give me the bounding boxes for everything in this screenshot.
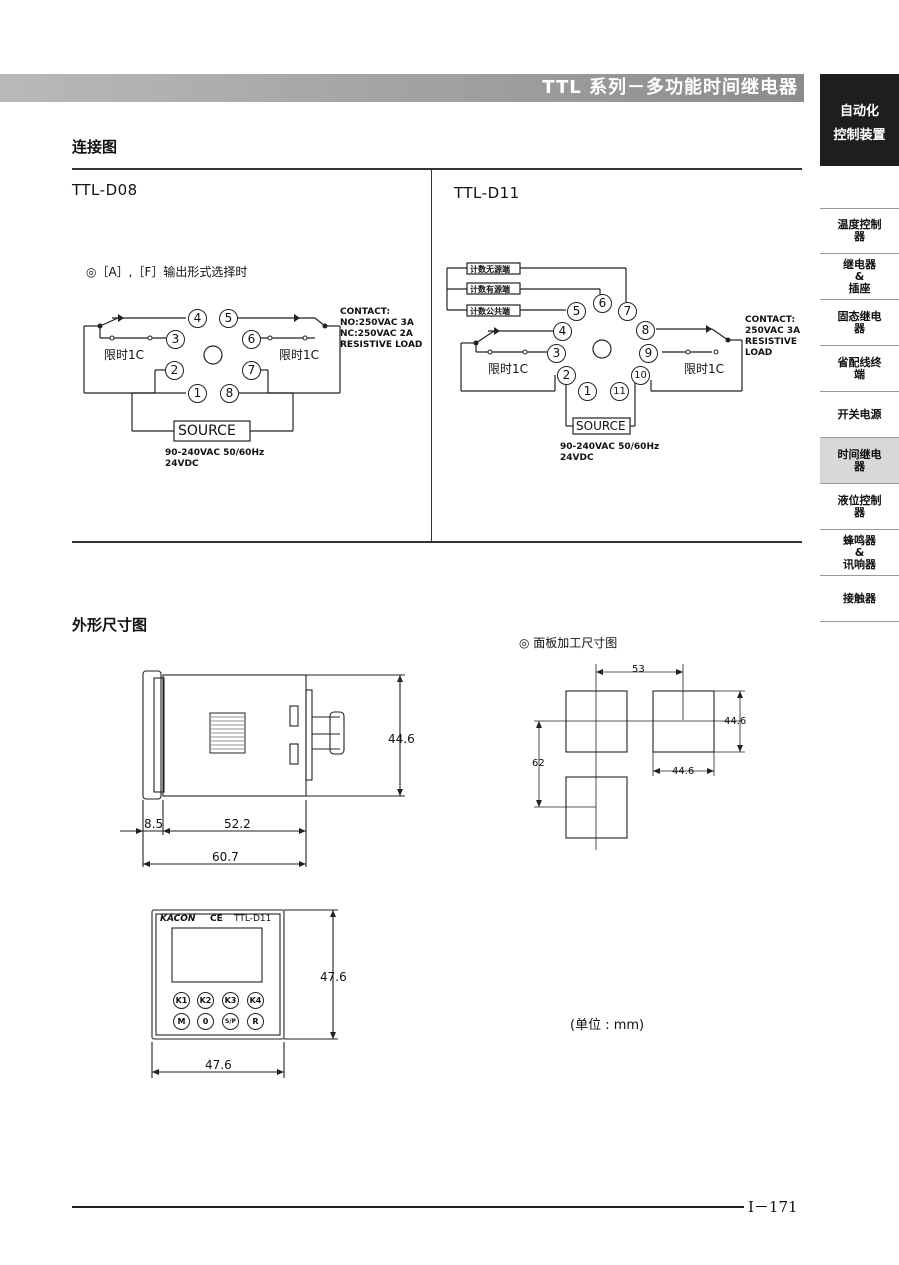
- model-d11: TTL-D11: [454, 184, 520, 202]
- count-label-common: 计数公共端: [470, 307, 510, 316]
- side-menu-item[interactable]: 开关电源: [820, 392, 899, 438]
- front-height-dim: 47.6: [320, 970, 347, 984]
- terminal-pin: 6: [593, 294, 612, 313]
- header-bar: [0, 74, 804, 102]
- output-note: ◎［A］,［F］输出形式选择时: [86, 265, 248, 279]
- side-divider: [820, 208, 899, 209]
- category-line2: 控制装置: [833, 128, 886, 143]
- limit-label-right: 限时1C: [279, 348, 320, 362]
- front-key: M: [173, 1013, 190, 1030]
- limit-label-left: 限时1C: [104, 348, 145, 362]
- terminal-pin: 4: [188, 309, 207, 328]
- terminal-pin: 5: [219, 309, 238, 328]
- category-line1: 自动化: [839, 104, 879, 119]
- side-menu-item[interactable]: 时间继电 器: [820, 438, 899, 484]
- side-total-dim: 60.7: [212, 850, 239, 864]
- count-label-active: 计数有源端: [470, 285, 510, 294]
- model-d08: TTL-D08: [72, 181, 138, 199]
- terminal-pin: 7: [618, 302, 637, 321]
- front-model: TTL-D11: [234, 914, 272, 924]
- front-key: R: [247, 1013, 264, 1030]
- side-menu-item[interactable]: 液位控制 器: [820, 484, 899, 530]
- front-key: K2: [197, 992, 214, 1009]
- side-front-dim: 8.5: [144, 817, 164, 831]
- front-key: S/P: [222, 1013, 239, 1030]
- front-key: K4: [247, 992, 264, 1009]
- cutout-cut-h: 44.6: [672, 766, 695, 777]
- limit-label-left: 限时1C: [488, 362, 529, 376]
- terminal-pin: 8: [220, 384, 239, 403]
- front-width-dim: 47.6: [205, 1058, 232, 1072]
- wiring-title: 连接图: [72, 138, 118, 156]
- front-key: K1: [173, 992, 190, 1009]
- divider: [72, 168, 802, 170]
- power-spec: 90-240VAC 50/60Hz 24VDC: [165, 448, 265, 469]
- terminal-pin: 3: [547, 344, 566, 363]
- cutout-pitch-v: 62: [532, 758, 545, 769]
- side-menu-item[interactable]: 省配线终 端: [820, 346, 899, 392]
- page-number: Ⅰ－171: [748, 1198, 798, 1216]
- terminal-pin: 1: [188, 384, 207, 403]
- divider: [72, 541, 802, 543]
- side-body-dim: 52.2: [224, 817, 251, 831]
- side-menu-item[interactable]: 接触器: [820, 576, 899, 622]
- terminal-pin: 7: [242, 361, 261, 380]
- side-menu-item[interactable]: 温度控制 器: [820, 208, 899, 254]
- side-menu-item[interactable]: 蜂鸣器 & 讯响器: [820, 530, 899, 576]
- contact-spec: CONTACT: 250VAC 3A RESISTIVE LOAD: [745, 315, 801, 358]
- terminal-pin: 10: [631, 366, 650, 385]
- side-menu: 温度控制 器继电器 & 插座固态继电 器省配线终 端开关电源时间继电 器液位控制…: [820, 208, 899, 622]
- divider: [431, 170, 432, 542]
- side-menu-item[interactable]: 固态继电 器: [820, 300, 899, 346]
- terminal-pin: 2: [165, 361, 184, 380]
- terminal-pin: 5: [567, 302, 586, 321]
- source-label: SOURCE: [178, 423, 236, 439]
- terminal-pin: 11: [610, 382, 629, 401]
- terminal-pin: 3: [166, 330, 185, 349]
- ce-mark: CE: [210, 914, 223, 924]
- unit-note: (单位 : mm): [570, 1018, 645, 1033]
- terminal-pin: 2: [557, 366, 576, 385]
- limit-label-right: 限时1C: [684, 362, 725, 376]
- category-tab[interactable]: 自动化 控制装置: [820, 74, 899, 166]
- power-spec: 90-240VAC 50/60Hz 24VDC: [560, 442, 660, 463]
- terminal-pin: 1: [578, 382, 597, 401]
- source-label: SOURCE: [576, 419, 626, 433]
- cutout-pitch-h: 53: [632, 664, 645, 675]
- panel-cutout-title: ◎ 面板加工尺寸图: [519, 636, 618, 650]
- brand-logo: KACON: [160, 914, 196, 924]
- dimensions-title: 外形尺寸图: [72, 616, 148, 634]
- terminal-pin: 8: [636, 321, 655, 340]
- contact-spec: CONTACT: NO:250VAC 3A NC:250VAC 2A RESIS…: [340, 307, 423, 350]
- cutout-cut-v: 44.6: [724, 716, 747, 727]
- side-menu-item[interactable]: 继电器 & 插座: [820, 254, 899, 300]
- side-height-dim: 44.6: [388, 732, 415, 746]
- front-key: 0: [197, 1013, 214, 1030]
- terminal-pin: 6: [242, 330, 261, 349]
- terminal-pin: 4: [553, 322, 572, 341]
- page-title: TTL 系列－多功能时间继电器: [542, 77, 798, 98]
- front-key: K3: [222, 992, 239, 1009]
- terminal-pin: 9: [639, 344, 658, 363]
- footer-line: [72, 1206, 744, 1208]
- count-label-passive: 计数无源端: [470, 265, 510, 274]
